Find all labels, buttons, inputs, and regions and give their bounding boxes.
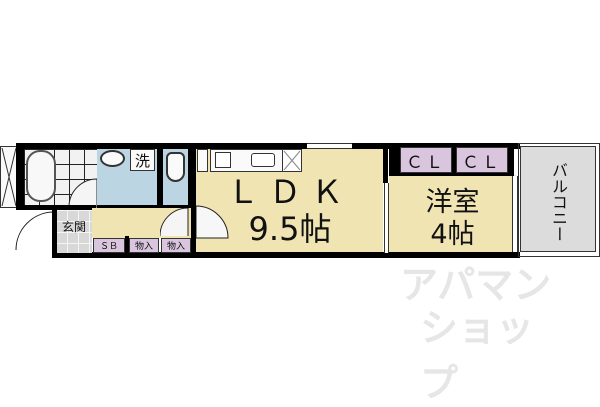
storage-divider-1: [125, 236, 129, 253]
balcony-window: [512, 176, 518, 252]
wet-bottom-wall: [97, 205, 196, 208]
western-room-label: 洋室: [425, 186, 480, 218]
watermark-line-2: ショップ: [420, 306, 535, 405]
storage-1: 物入: [129, 238, 159, 253]
bottom-wall: [52, 252, 520, 258]
western-room-size: 4帖: [430, 218, 475, 250]
closet-2: ＣＬ: [456, 147, 508, 173]
ldk-label: ＬＤＫ: [226, 173, 353, 211]
wash-right-wall: [157, 146, 163, 208]
shoe-box: ＳＢ: [93, 238, 125, 253]
kitchen-sink-icon: [251, 153, 275, 167]
toilet-door-icon: [160, 208, 189, 237]
hall-right-wall: [191, 205, 197, 258]
entrance: [56, 210, 92, 253]
entrance-left-wall: [52, 208, 57, 258]
washer-space-icon: [282, 149, 302, 172]
sink-icon: [100, 150, 125, 167]
ldk-window: [307, 143, 352, 149]
western-room: [389, 175, 516, 252]
toilet-icon: [166, 152, 185, 182]
sliding-door: [384, 183, 389, 253]
ldk-room-divider: [383, 143, 388, 183]
bath-bottom-wall: [16, 205, 96, 210]
balcony: [520, 146, 596, 252]
balcony-label: バルコニー: [549, 162, 568, 242]
left-closet: [0, 146, 18, 208]
ldk-size: 9.5帖: [248, 210, 332, 248]
bathroom-door-icon: [68, 178, 98, 208]
closet-1: ＣＬ: [400, 147, 452, 173]
front-door-icon: [15, 211, 55, 251]
washroom-label: 洗: [130, 149, 155, 171]
stove-icon: [215, 152, 231, 168]
fridge-space: [197, 149, 208, 172]
entrance-label: 玄関: [61, 219, 86, 234]
top-wall: [16, 143, 520, 149]
ldk-door-icon: [196, 205, 229, 239]
bathtub-icon: [26, 150, 56, 202]
storage-2: 物入: [161, 238, 191, 253]
left-wall: [16, 143, 24, 210]
toilet-right-wall: [188, 146, 196, 208]
watermark-line-1: アパマン: [400, 263, 552, 307]
